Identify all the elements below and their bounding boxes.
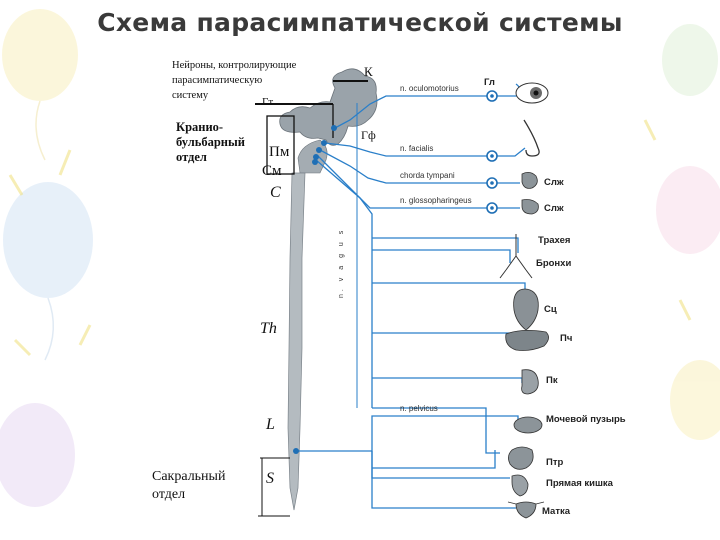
nerve-oculomotorius (334, 95, 488, 129)
nerve-facialis (324, 142, 488, 157)
balloon-blue (3, 182, 93, 298)
organ-stomach (521, 369, 539, 395)
sparkle (78, 324, 92, 346)
neurons-note: Нейроны, контролирующие парасимпатическу… (172, 58, 296, 103)
nerve-vagus-trunk (315, 159, 373, 408)
section-cranio-line: бульбарный (176, 135, 245, 149)
organ-label-bladder: Мочевой пузырь (546, 414, 626, 425)
organ-uterus (507, 501, 545, 519)
organ-label-gl: Гл (484, 77, 495, 88)
nerve-vagus-heart (372, 282, 526, 296)
organ-nose (523, 119, 540, 157)
segment-l: L (266, 416, 275, 433)
organ-intestine (508, 446, 534, 470)
nerve-vagus-trachea (372, 237, 519, 253)
organ-eye (515, 82, 549, 104)
nerve-pelvicus-ptr (372, 450, 496, 469)
nerve-chorda (319, 149, 488, 184)
balloon-green (662, 24, 718, 96)
nerve-pelvicus-uterus (371, 451, 516, 509)
nerve-label-vagus: n. v a g u s (338, 227, 345, 298)
sparkle (678, 299, 692, 321)
nucleus-dot (313, 154, 319, 160)
segment-th: Th (260, 320, 277, 337)
organ-gland-1 (521, 172, 538, 189)
section-sacral: Сакральный отдел (152, 468, 225, 504)
segment-s: S (266, 470, 274, 487)
nerve-pelvicus (371, 415, 519, 451)
section-sacral-line: Сакральный (152, 469, 226, 484)
nerve-label-oculomotorius: n. oculomotorius (400, 84, 459, 93)
organ-label-pk: Пк (546, 375, 558, 386)
organ-label-ptr: Птр (546, 457, 564, 468)
balloon-purple (0, 403, 75, 507)
organ-label-sc: Сц (544, 304, 557, 315)
nucleus-dot (331, 125, 337, 131)
neurons-note-line: систему (172, 90, 209, 101)
sparkle (8, 174, 24, 196)
organ-label-slzh-2: Слж (544, 203, 564, 214)
ganglion-dot (490, 154, 494, 158)
nerve-pelvicus-rectum (371, 451, 510, 479)
sparkle (58, 149, 72, 176)
label-gf: Гф (361, 128, 376, 142)
label-pm: Пм (269, 144, 290, 160)
ganglion-dot (490, 206, 494, 210)
nerve-label-pelvicus: n. pelvicus (400, 404, 438, 413)
nerve-label-glosso: n. glossopharingeus (400, 196, 472, 205)
balloon-yellow-right (670, 360, 720, 440)
section-cranio-line: Кранио- (176, 120, 224, 134)
organ-label-bronchi: Бронхи (536, 258, 572, 269)
ganglion-dot (490, 94, 494, 98)
nerve-vagus-liver (372, 332, 521, 338)
neurons-note-line: Нейроны, контролирующие (172, 60, 297, 71)
diagram-drawing (255, 68, 549, 519)
label-sm: См (262, 163, 282, 179)
organ-label-rectum: Прямая кишка (546, 478, 613, 489)
nerve-facialis-post (496, 147, 526, 157)
parasympathetic-diagram: Нейроны, контролирующие парасимпатическу… (150, 48, 635, 528)
label-k: К (364, 64, 373, 79)
bracket-box-cranial (266, 115, 295, 175)
nerve-label-chorda: chorda tympani (400, 171, 455, 180)
balloon-pink (656, 166, 720, 254)
sparkle (13, 338, 32, 357)
section-sacral-line: отдел (152, 487, 186, 502)
organ-gland-2 (521, 199, 539, 215)
organ-rectum (511, 474, 529, 497)
nucleus-dot (316, 147, 322, 153)
balloon-yellow (2, 9, 78, 101)
page-title: Схема парасимпатической системы (97, 8, 623, 37)
nerve-vagus-stomach (372, 377, 523, 383)
organ-label-slzh-1: Слж (544, 177, 564, 188)
organ-trachea-bronchi (499, 234, 533, 279)
nucleus-dot (293, 448, 299, 454)
neurons-note-line: парасимпатическую (172, 75, 263, 86)
spinal-cord (287, 172, 306, 511)
organ-label-trachea: Трахея (538, 235, 571, 246)
section-cranio-bulbar: Кранио- бульбарный отдел (176, 120, 245, 165)
sparkle (643, 119, 657, 141)
organ-label-pch: Пч (560, 333, 573, 344)
balloon-string (35, 100, 46, 161)
organ-liver (505, 330, 549, 351)
nerve-label-facialis: n. facialis (400, 144, 434, 153)
nerve-vagus-intestine (372, 407, 500, 454)
nerve-vagus-bronchi (372, 249, 511, 263)
ganglion-dot (490, 181, 494, 185)
organ-label-uterus: Матка (542, 506, 571, 517)
segment-c: C (270, 184, 281, 201)
nucleus-dot (312, 159, 318, 165)
label-gt: Гт (262, 96, 274, 108)
organ-heart (513, 288, 539, 331)
nucleus-dot (321, 140, 327, 146)
section-cranio-line: отдел (176, 150, 207, 164)
organ-bladder (513, 416, 543, 434)
balloon-string (44, 297, 55, 361)
